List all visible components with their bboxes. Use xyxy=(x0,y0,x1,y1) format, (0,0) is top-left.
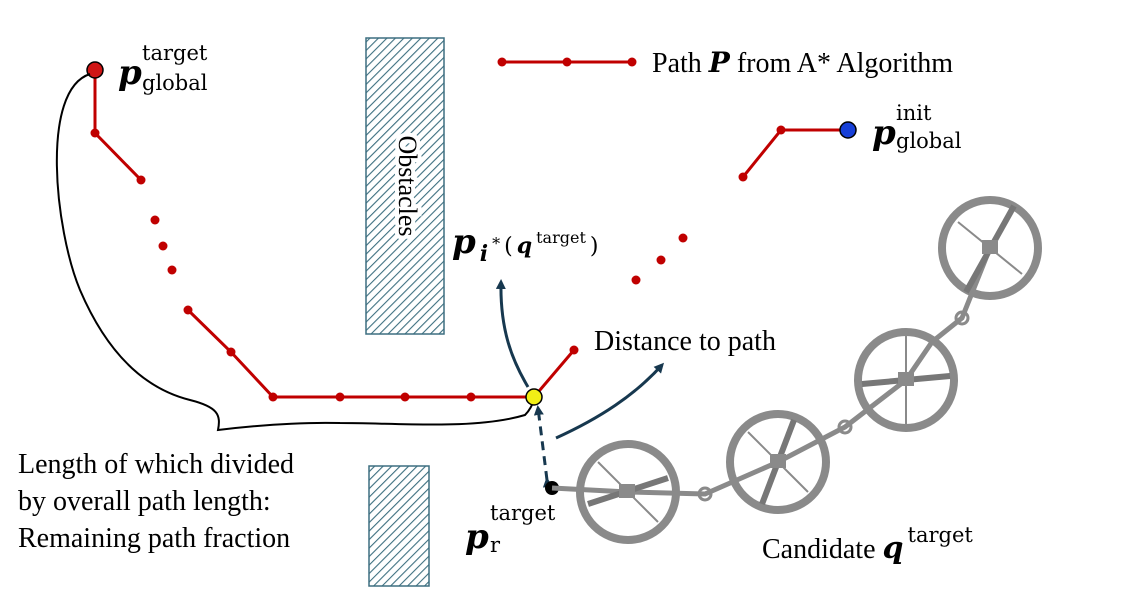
drone-module-1 xyxy=(576,440,680,544)
closest-path-point xyxy=(525,388,543,406)
candidate-q-label: Candidate q target xyxy=(762,523,973,566)
drone-module-4 xyxy=(938,196,1042,300)
obstacles-label: Obstacles xyxy=(393,135,422,236)
legend-path-sample xyxy=(497,57,637,67)
remaining-fraction-label: Length of which divided by overall path … xyxy=(18,449,301,554)
dashed-distance-arrow xyxy=(533,405,553,488)
candidate-drone-configuration xyxy=(551,196,1042,544)
drone-module-2 xyxy=(726,410,830,514)
remaining-path-brace xyxy=(55,73,535,432)
obstacle-top xyxy=(365,37,445,335)
drone-module-3 xyxy=(854,328,958,432)
label-p-istar: p i * ( q target ) xyxy=(452,222,598,267)
global-init-point xyxy=(839,121,857,139)
arrow-to-closest-waypoint xyxy=(495,279,530,388)
label-p-global-target: p target global xyxy=(118,41,211,95)
legend-text: Path P from A* Algorithm xyxy=(652,46,953,79)
global-target-point xyxy=(86,61,104,79)
label-p-r-target: p target r xyxy=(465,501,559,557)
distance-to-path-label: Distance to path xyxy=(594,326,776,357)
label-p-global-init: p init global xyxy=(872,101,962,153)
obstacle-bottom xyxy=(368,465,430,587)
astar-path xyxy=(90,70,848,402)
arrow-distance-to-path xyxy=(555,362,665,440)
